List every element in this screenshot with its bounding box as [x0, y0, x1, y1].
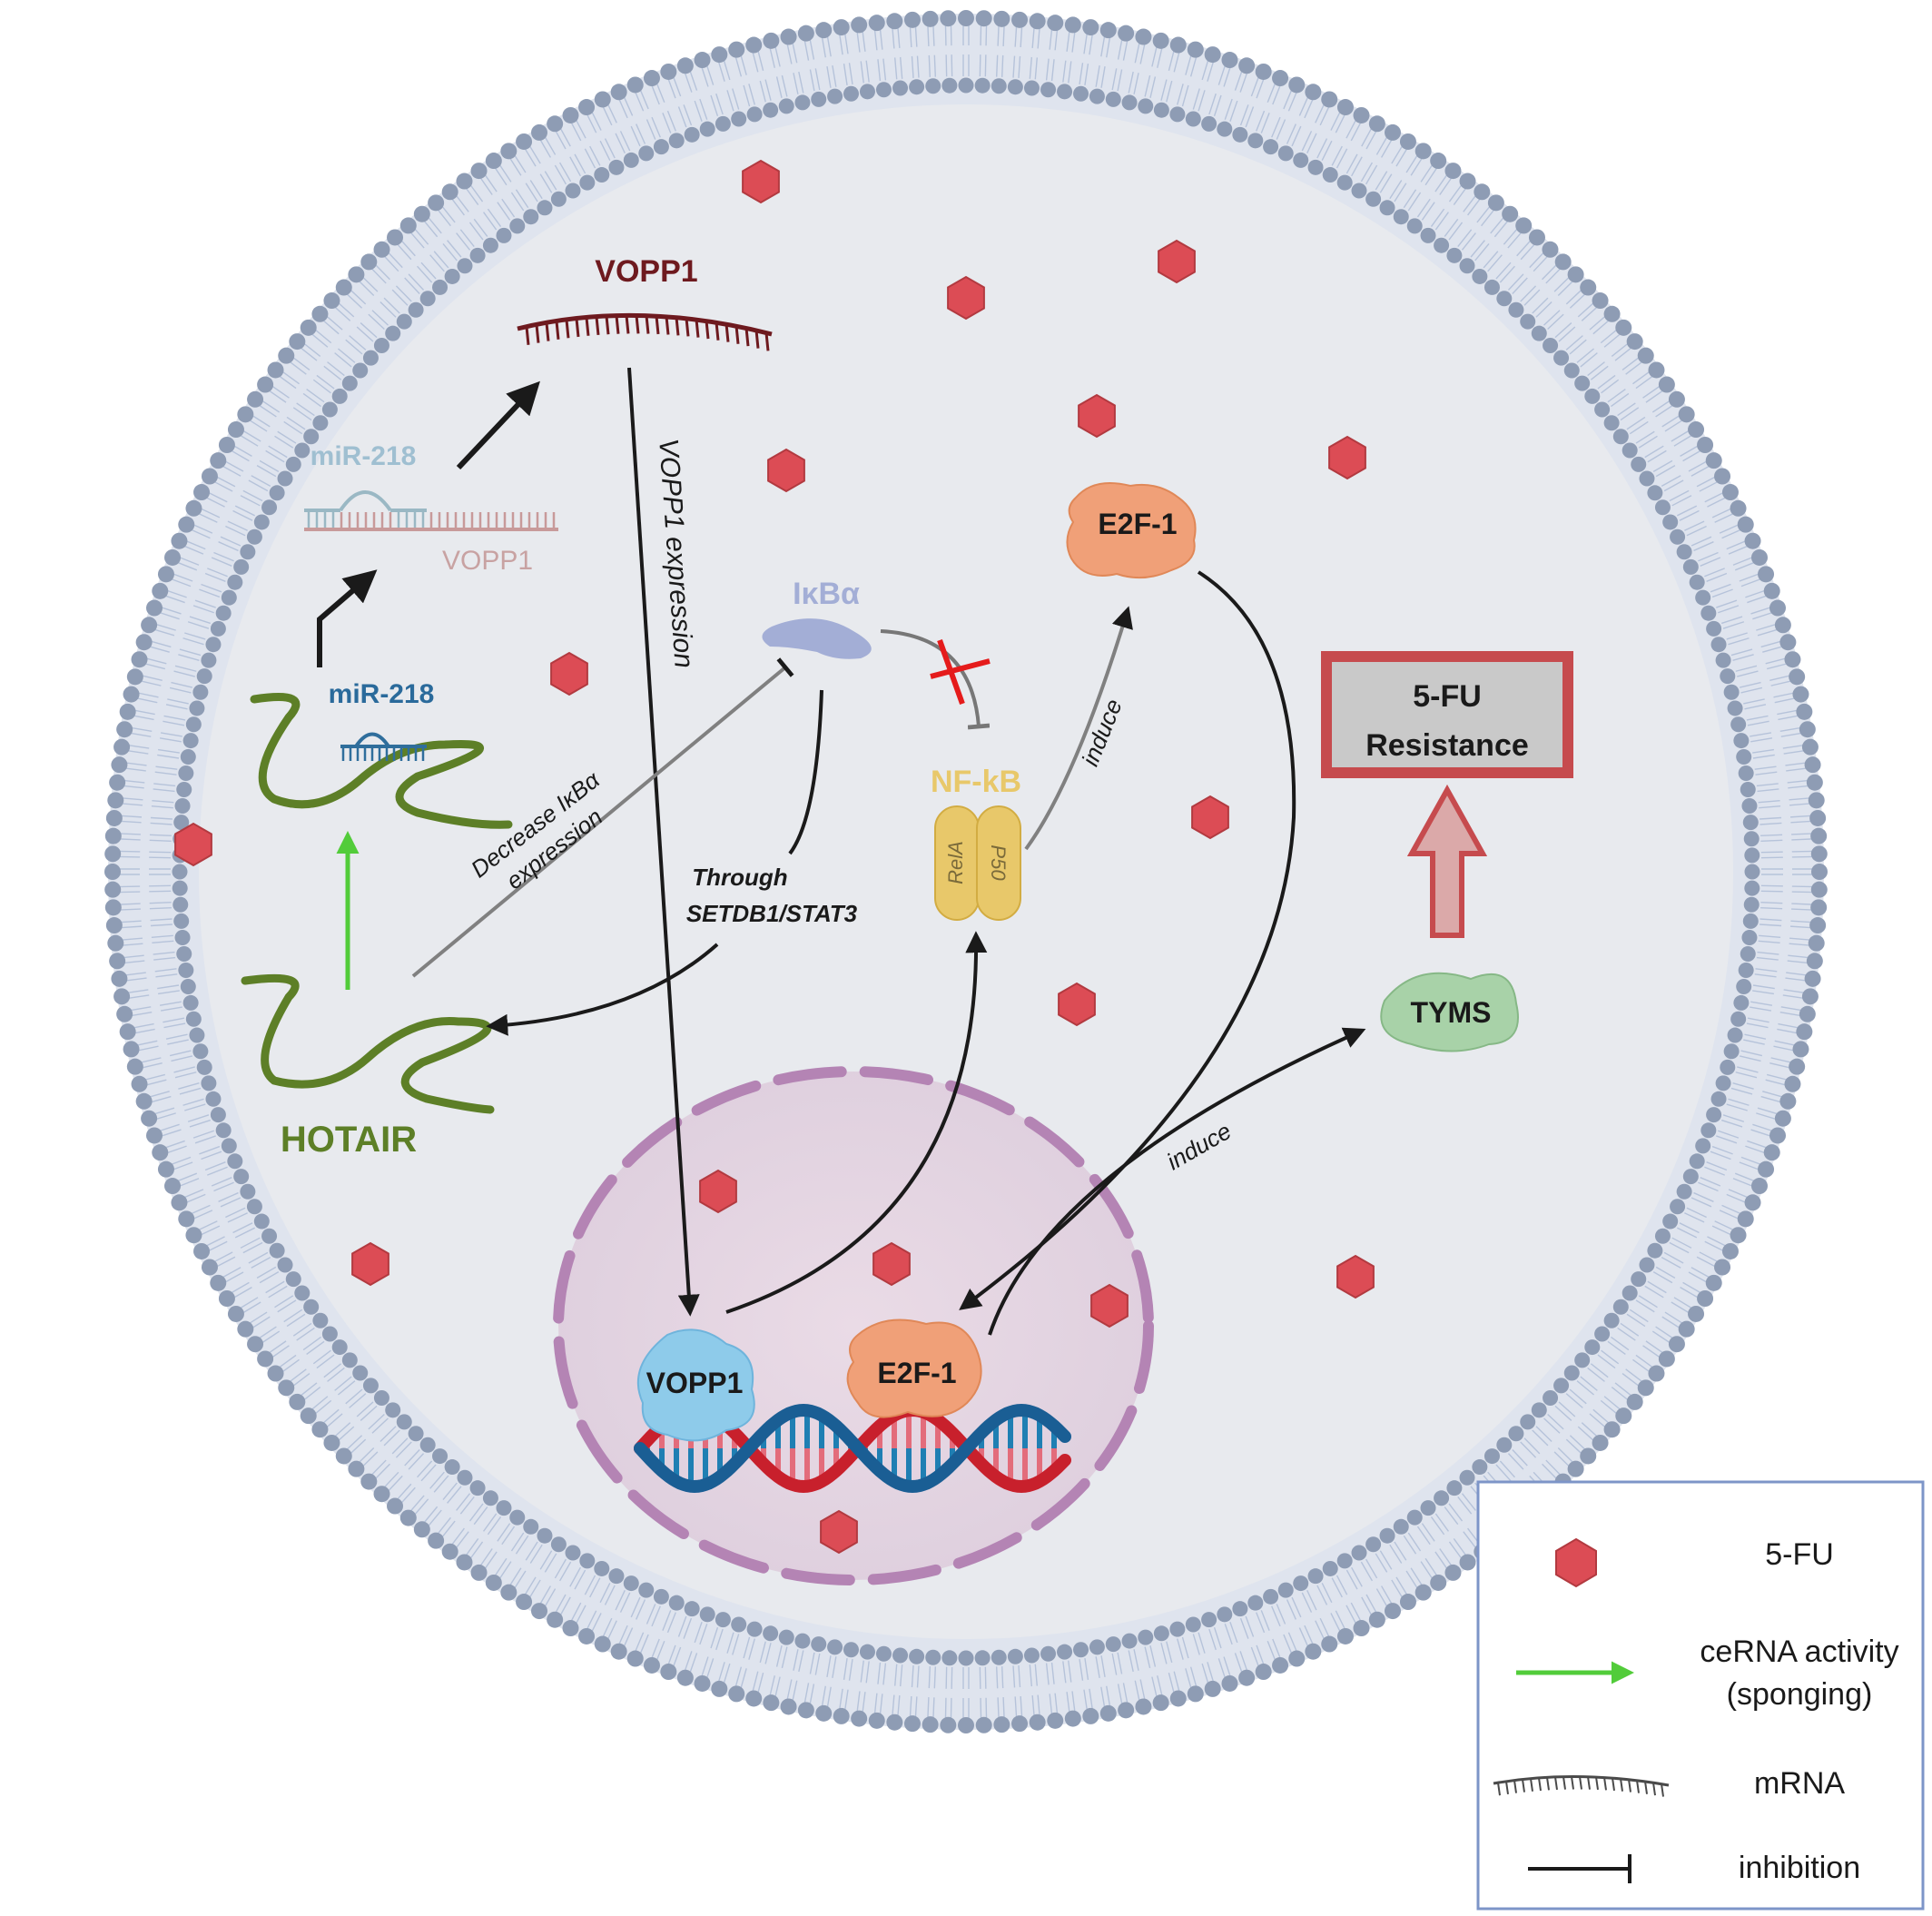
5-fu-hexagon-icon	[820, 1509, 858, 1555]
legend-mrna-label: mRNA	[1754, 1766, 1845, 1801]
nfkb-complex: NF-kB RelA P50	[931, 765, 1021, 921]
legend-cerna-line1: ceRNA activity	[1700, 1635, 1898, 1669]
tyms-label: TYMS	[1411, 996, 1492, 1029]
legend: 5-FU ceRNA activity (sponging) mRNA inhi…	[1476, 1480, 1925, 1911]
vopp1-mrna: VOPP1	[517, 254, 773, 351]
vopp1-to-nfkb-arrow	[725, 931, 988, 1314]
5-fu-hexagon-icon	[1090, 1283, 1129, 1328]
nfkb-label: NF-kB	[931, 765, 1021, 799]
ikba-label: IκBα	[793, 577, 860, 611]
resistance-line2: Resistance	[1365, 728, 1529, 763]
vopp1-expression-arrow	[627, 367, 700, 1317]
e2f1-translocation-arrow	[959, 570, 1296, 1310]
resistance-up-arrow-icon	[1406, 784, 1488, 938]
5-fu-hexagon-icon	[1158, 239, 1196, 284]
vopp1-nuclear-protein: VOPP1	[636, 1328, 755, 1442]
tyms-protein: TYMS	[1380, 972, 1519, 1052]
5-fu-hexagon-icon	[1078, 393, 1116, 439]
5-fu-hexagon-icon	[872, 1241, 911, 1287]
legend-mrna-icon	[1493, 1775, 1670, 1797]
5-fu-hexagon-icon	[1058, 982, 1096, 1027]
p50-subunit	[976, 805, 1021, 921]
mir218-vopp1-duplex: miR-218 VOPP1	[304, 441, 558, 576]
arrow-duplex-to-vopp1	[456, 380, 540, 470]
arrow-hotair-to-duplex	[317, 569, 378, 667]
e2f1-cyto-label: E2F-1	[1098, 508, 1177, 540]
blocked-cross-icon	[930, 638, 991, 706]
legend-5fu-hexagon-icon	[1555, 1537, 1597, 1588]
rela-label: RelA	[944, 841, 967, 884]
5-fu-hexagon-icon	[947, 275, 985, 321]
nuclear-envelope	[553, 1066, 1154, 1585]
mir218-top-label: miR-218	[310, 441, 417, 471]
legend-inhibition-label: inhibition	[1739, 1851, 1860, 1885]
setdb1-stat3-arrow	[490, 689, 823, 1026]
through-line1: Through	[692, 864, 787, 891]
through-line2: SETDB1/STAT3	[686, 900, 858, 927]
legend-5fu-label: 5-FU	[1765, 1537, 1834, 1572]
5-fu-hexagon-icon	[174, 822, 212, 867]
ikba-nfkb-inhibition	[880, 629, 991, 730]
hotair-lncrna: HOTAIR	[241, 973, 495, 1160]
5-fu-hexagon-icon	[767, 448, 805, 493]
5-fu-hexagon-icon	[1328, 435, 1366, 480]
mir218-hotair-label: miR-218	[329, 679, 435, 709]
p50-label: P50	[987, 844, 1010, 881]
5fu-resistance-box: 5-FU Resistance	[1321, 651, 1573, 778]
5-fu-hexagon-icon	[742, 159, 780, 204]
e2f1-nucleus-protein: E2F-1	[846, 1318, 982, 1418]
resistance-line1: 5-FU	[1413, 679, 1482, 714]
5-fu-hexagon-icon	[550, 651, 588, 696]
5-fu-molecules	[174, 159, 1375, 1555]
vopp1-protein-label: VOPP1	[646, 1367, 744, 1399]
nucleus	[553, 1066, 1154, 1585]
decrease-ikba-inhibition	[411, 657, 794, 978]
legend-cerna-line2: (sponging)	[1727, 1677, 1873, 1712]
ikba-protein: IκBα	[762, 577, 872, 659]
e2f1-cytoplasm-protein: E2F-1	[1066, 482, 1197, 579]
5-fu-hexagon-icon	[1336, 1254, 1375, 1299]
vopp1-mrna-label: VOPP1	[595, 254, 697, 289]
hotair-mir218-complex: miR-218	[250, 679, 513, 829]
5-fu-hexagon-icon	[1191, 795, 1229, 840]
e2f1-nucleus-label: E2F-1	[877, 1357, 956, 1389]
e2f1-induce-tyms-arrow	[988, 1027, 1366, 1336]
nfkb-induce-e2f1-arrow	[1024, 606, 1133, 851]
5-fu-hexagon-icon	[351, 1241, 389, 1287]
vopp1-target-label: VOPP1	[442, 546, 533, 576]
hotair-label: HOTAIR	[281, 1120, 417, 1160]
5-fu-hexagon-icon	[699, 1169, 737, 1214]
